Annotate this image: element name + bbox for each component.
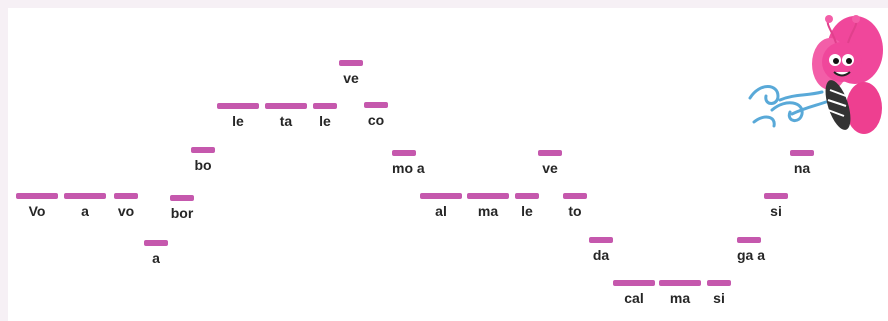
syllable-text: vo	[117, 203, 135, 219]
syllable-text: mo a	[392, 160, 425, 176]
pitch-bar	[191, 147, 215, 153]
syllable-text: da	[592, 247, 610, 263]
butterfly-icon	[748, 15, 883, 134]
syllable-text: cal	[624, 290, 644, 306]
pitch-bar	[170, 195, 194, 201]
syllable-text: ma	[477, 203, 499, 219]
syllable-text: bo	[194, 157, 212, 173]
pitch-bar	[515, 193, 539, 199]
syllable-text: ve	[343, 70, 359, 86]
pitch-bar	[420, 193, 462, 199]
pitch-bar	[265, 103, 307, 109]
pitch-bar	[313, 103, 337, 109]
pitch-bar	[707, 280, 731, 286]
syllable-text: ve	[542, 160, 558, 176]
syllable-text: le	[521, 203, 533, 219]
syllable-text: Vo	[28, 203, 46, 219]
syllable-text: bor	[170, 205, 194, 221]
syllable-text: to	[568, 203, 582, 219]
syllable-text: le	[319, 113, 331, 129]
syllable-text: a	[152, 250, 160, 266]
syllable-text: ga a	[737, 247, 766, 263]
syllable-text: si	[770, 203, 782, 219]
syllable-text: co	[367, 112, 385, 128]
pitch-bar	[339, 60, 363, 66]
pitch-bar	[737, 237, 761, 243]
pitch-bar	[613, 280, 655, 286]
syllable-text: na	[793, 160, 811, 176]
syllable-text: al	[435, 203, 447, 219]
syllable-text: ma	[669, 290, 691, 306]
syllable-text: le	[232, 113, 244, 129]
pitch-bar	[364, 102, 388, 108]
pitch-bar	[659, 280, 701, 286]
pitch-bar	[392, 150, 416, 156]
pitch-bar	[563, 193, 587, 199]
pitch-bar	[589, 237, 613, 243]
syllable-text: si	[713, 290, 725, 306]
pitch-bar	[790, 150, 814, 156]
pitch-bar	[538, 150, 562, 156]
pitch-bar	[764, 193, 788, 199]
pitch-bar	[114, 193, 138, 199]
pitch-bar	[16, 193, 58, 199]
pitch-bar	[144, 240, 168, 246]
syllable-text: a	[81, 203, 89, 219]
pitch-bar	[217, 103, 259, 109]
pitch-bar	[467, 193, 509, 199]
pitch-bar	[64, 193, 106, 199]
syllable-text: ta	[279, 113, 293, 129]
